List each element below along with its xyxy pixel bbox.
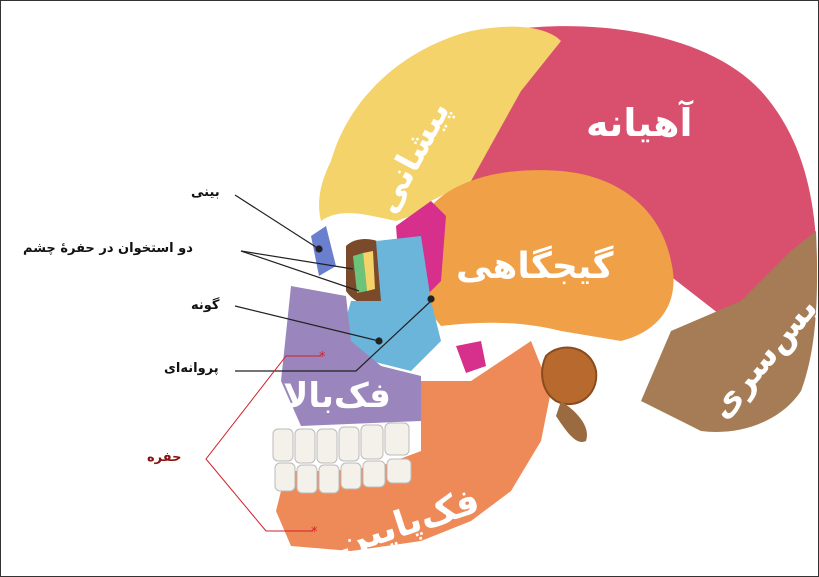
sinus-marker-upper: * [319, 350, 326, 365]
sinus-callout: حفره [147, 450, 182, 465]
sphenoid-bone-lower [456, 341, 486, 373]
parietal-label: آهیانه [586, 101, 692, 145]
sinus-marker-lower: * [311, 525, 318, 540]
ear-opening [542, 348, 596, 405]
mastoid-process [556, 401, 587, 442]
nasal-bone [311, 226, 336, 276]
zygomatic-callout: گونه [191, 298, 219, 313]
temporal-label: گیجگاهی [456, 246, 613, 287]
maxilla-label: فک‌بالا [283, 376, 391, 416]
nasal-callout: بینی [191, 185, 220, 200]
orbit-bones-callout: دو استخوان در حفرهٔ چشم [23, 241, 193, 256]
upper-teeth [273, 423, 409, 463]
sphenoid-callout: پروانه‌ای [164, 361, 219, 376]
